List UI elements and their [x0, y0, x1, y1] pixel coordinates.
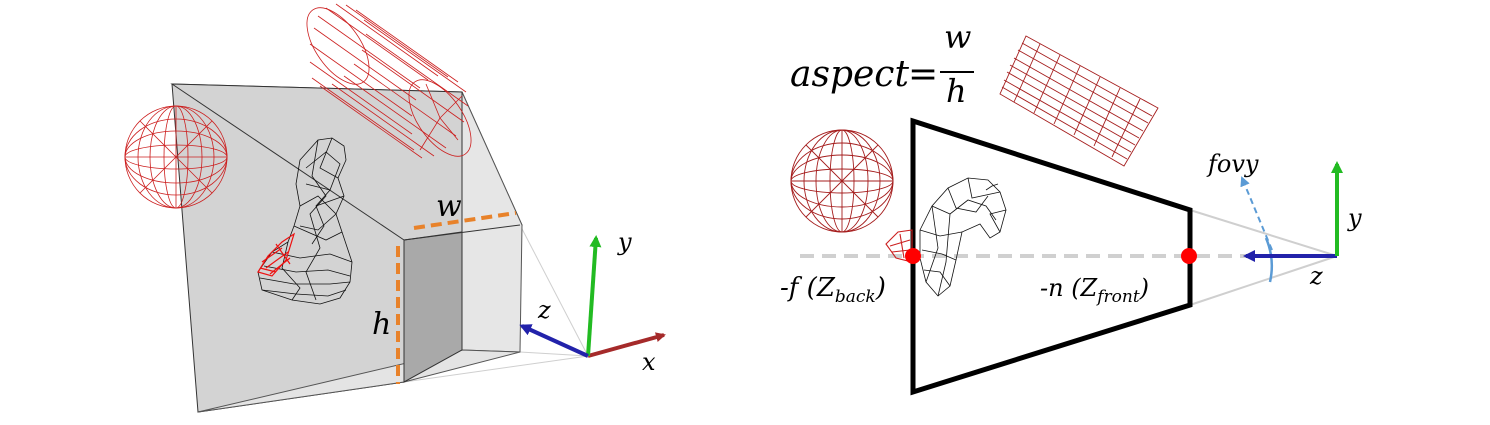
- x-axis-label: x: [642, 348, 656, 376]
- right-side-view: aspect = w h: [780, 18, 1362, 396]
- cylinder-wireframe-side: [999, 35, 1159, 167]
- aspect-formula: aspect = w h: [790, 18, 974, 110]
- y-axis-label-side: y: [1347, 204, 1362, 232]
- frustum-side-outline: [910, 117, 1193, 396]
- knight-head-wireframe: [919, 177, 1007, 297]
- knight-clipped-part: [257, 232, 296, 277]
- y-axis-arrow: [586, 235, 602, 357]
- near-plane-point: [1181, 248, 1197, 264]
- width-label: w: [436, 189, 462, 224]
- near-plane-label: -n (Zfront): [1040, 274, 1149, 307]
- height-label: h: [372, 307, 391, 342]
- z-axis-arrow: [519, 324, 589, 358]
- knight-wireframe: [257, 137, 353, 305]
- frustum-bottom-face: [197, 349, 521, 413]
- left-3d-view: w h y z x: [124, 3, 666, 413]
- fovy-label: fovy: [1206, 150, 1259, 178]
- width-dimension-line: [413, 211, 517, 230]
- frustum-extension-lines: [1189, 209, 1338, 306]
- y-axis-label: y: [617, 228, 632, 256]
- frustum-guide-lines: [403, 224, 589, 383]
- knight-clipped-side: [885, 229, 913, 263]
- frustum-side-face: [461, 91, 523, 353]
- fovy-arrow: [1240, 176, 1273, 251]
- z-axis-label: z: [537, 296, 551, 324]
- fovy-arc: [1264, 237, 1273, 283]
- cylinder-wireframe: [306, 3, 472, 159]
- far-plane-label: -f (Zback): [780, 273, 886, 307]
- x-axis-arrow: [587, 332, 666, 358]
- sphere-wireframe-side: [790, 129, 894, 233]
- aspect-numerator: w: [944, 18, 971, 56]
- aspect-lhs: aspect: [790, 54, 909, 95]
- far-plane-point: [905, 248, 921, 264]
- aspect-equals: =: [908, 54, 938, 95]
- z-axis-label-side: z: [1309, 262, 1323, 290]
- sphere-wireframe: [124, 105, 228, 209]
- aspect-denominator: h: [946, 72, 967, 110]
